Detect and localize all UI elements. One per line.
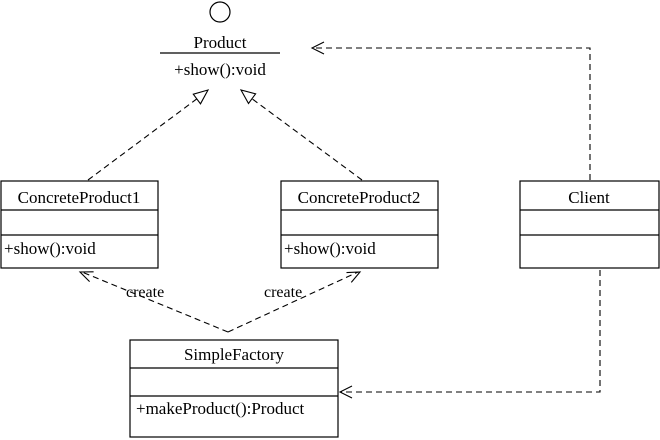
open-arrowhead-icon — [338, 385, 353, 399]
class-name: Client — [568, 188, 610, 207]
class-operation: +makeProduct():Product — [136, 399, 304, 418]
class-box — [519, 180, 660, 269]
dependency-line — [227, 271, 359, 333]
realization-arrow-concrete-product-1 — [87, 89, 210, 181]
class-simple-factory: SimpleFactory +makeProduct():Product — [129, 339, 339, 438]
dependency-line — [312, 47, 591, 180]
dependency-line — [81, 271, 229, 333]
hollow-triangle-arrowhead-icon — [239, 89, 257, 105]
class-box — [0, 180, 159, 269]
realization-line — [87, 97, 199, 181]
class-operation: +show():void — [4, 239, 96, 258]
open-arrowhead-icon — [346, 271, 362, 283]
product-name: Product — [194, 33, 247, 52]
create-label: create — [126, 284, 164, 301]
dependency-client-to-factory — [338, 270, 601, 399]
interface-lollipop-icon — [209, 1, 231, 23]
class-client: Client — [519, 180, 660, 269]
class-concrete-product-1: ConcreteProduct1 +show():void — [0, 180, 159, 269]
realization-arrow-concrete-product-2 — [239, 89, 363, 181]
create-dependency-product-2: create — [227, 271, 362, 333]
class-name: ConcreteProduct2 — [298, 188, 421, 207]
dependency-line — [340, 270, 601, 393]
dependency-client-to-product — [310, 41, 591, 180]
product-operation: +show():void — [174, 60, 266, 79]
create-label: create — [264, 284, 302, 301]
class-name: SimpleFactory — [184, 345, 285, 364]
class-operation: +show():void — [284, 239, 376, 258]
realization-line — [250, 97, 363, 181]
class-concrete-product-2: ConcreteProduct2 +show():void — [280, 180, 439, 269]
class-box — [280, 180, 439, 269]
hollow-triangle-arrowhead-icon — [192, 89, 210, 105]
open-arrowhead-icon — [78, 271, 94, 282]
class-box — [129, 339, 339, 438]
product-interface: Product +show():void — [160, 1, 280, 79]
class-name: ConcreteProduct1 — [18, 188, 141, 207]
create-dependency-product-1: create — [78, 271, 229, 333]
open-arrowhead-icon — [310, 41, 325, 55]
